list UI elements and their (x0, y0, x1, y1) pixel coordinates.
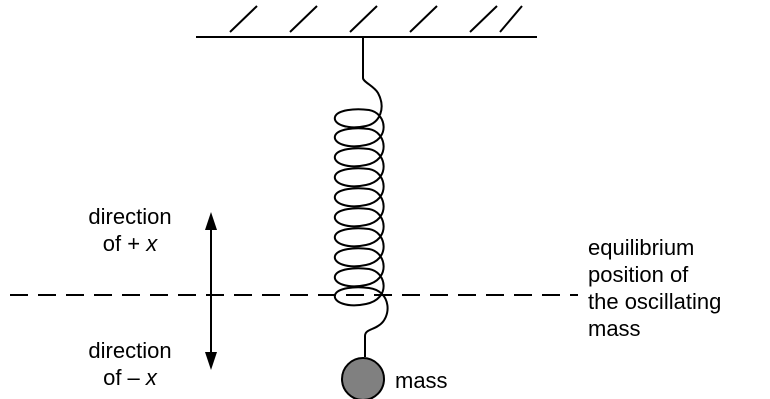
equilibrium-label-line: equilibrium (588, 235, 695, 260)
plus-x-direction-label: direction of + x (40, 203, 220, 257)
ceiling-hatch (469, 5, 498, 33)
ceiling (196, 5, 537, 38)
minus-x-prefix: of – (103, 365, 146, 390)
equilibrium-label-line: mass (588, 316, 641, 341)
plus-x-prefix: of + (102, 231, 147, 256)
plus-x-variable: x (146, 231, 158, 256)
spring (333, 37, 389, 357)
mass-label: mass (395, 368, 448, 393)
plus-x-line1: direction (88, 204, 172, 229)
equilibrium-label-line: the oscillating (588, 289, 722, 314)
minus-x-line2: of – x (40, 364, 220, 391)
arrow-down-head (205, 352, 217, 370)
mass-ball (341, 357, 385, 399)
ceiling-hatch (229, 5, 258, 33)
minus-x-variable: x (145, 365, 157, 390)
direction-arrow (205, 212, 217, 370)
minus-x-direction-label: direction of – x (40, 337, 220, 391)
equilibrium-label: equilibrium position of the oscillating … (588, 234, 721, 342)
minus-x-line1: direction (88, 338, 172, 363)
ceiling-hatch (349, 5, 378, 33)
ceiling-hatch (289, 5, 318, 33)
arrow-up-head (205, 212, 217, 230)
equilibrium-label-line: position of (588, 262, 689, 287)
ceiling-hatch (499, 5, 523, 33)
plus-x-line2: of + x (40, 230, 220, 257)
ceiling-hatch (409, 5, 438, 33)
